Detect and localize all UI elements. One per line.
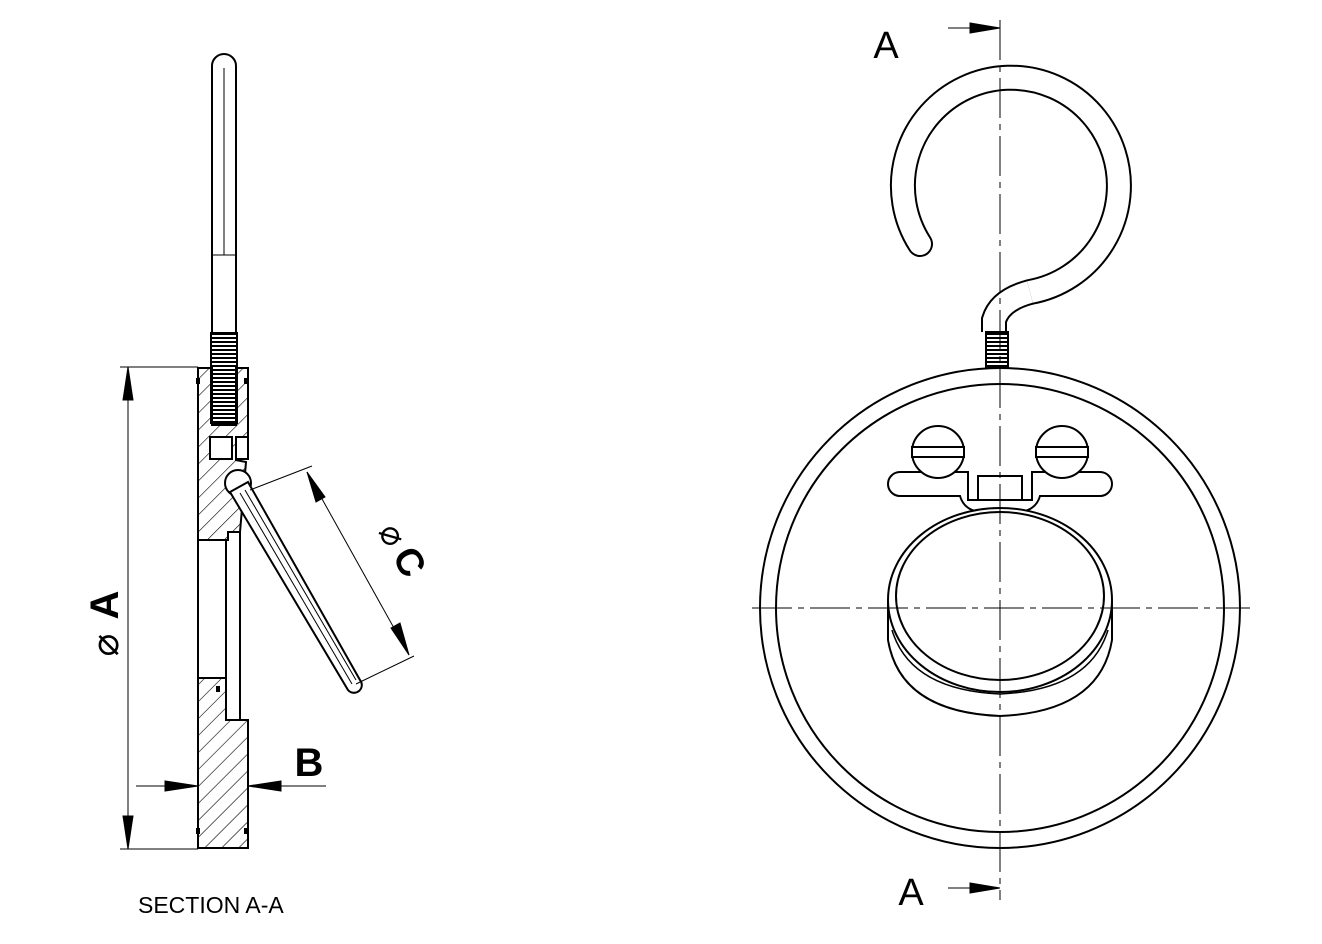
label-dim-a-group: ⌀ A: [83, 591, 127, 657]
dimension-c: [249, 465, 415, 685]
label-dim-c-group: ⌀ C: [371, 517, 434, 585]
screw-left: [911, 425, 965, 479]
hook: [889, 64, 1132, 332]
cut-arrow-bottom: [948, 882, 1001, 894]
front-view: [752, 20, 1250, 900]
centerlines: [752, 20, 1250, 900]
label-dim-a: A: [83, 591, 127, 620]
valve-disc: [228, 480, 363, 694]
cut-label-top: A: [873, 25, 899, 67]
cut-arrow-top: [948, 22, 1001, 34]
hook-thread: [985, 331, 1009, 369]
hanger-rod: [211, 53, 237, 333]
screw-right: [1035, 425, 1089, 479]
valve-body-section: [196, 367, 249, 849]
section-view: [120, 53, 415, 850]
dimension-b: [136, 780, 326, 792]
diameter-symbol-a: ⌀: [85, 634, 127, 657]
section-caption: SECTION A-A: [138, 892, 284, 918]
rod-thread: [210, 332, 238, 424]
cut-label-bottom: A: [898, 872, 924, 914]
label-dim-b: B: [295, 741, 324, 785]
dimension-a: [120, 366, 198, 850]
